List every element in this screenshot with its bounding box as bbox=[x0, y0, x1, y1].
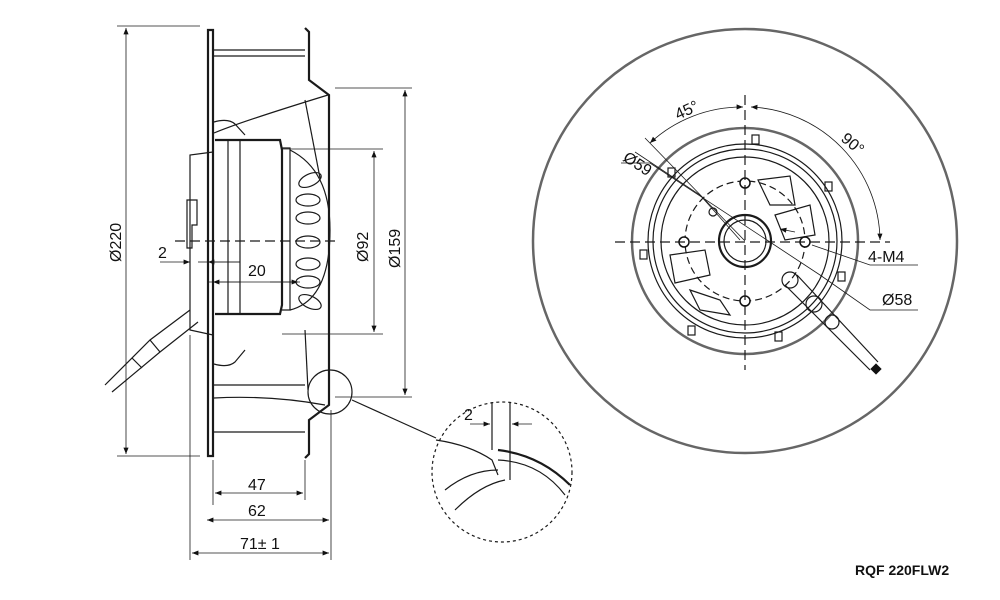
side-view: Ø220 2 20 Ø92 Ø159 47 62 71± 1 bbox=[104, 25, 437, 560]
dim-overall-depth: 71± 1 bbox=[240, 536, 280, 553]
dim-depth-62: 62 bbox=[248, 503, 266, 520]
dim-outer-diameter: Ø220 bbox=[108, 223, 125, 262]
dim-flange-offset: 2 bbox=[158, 245, 167, 262]
front-view: 45° 90° Ø59 4-M4 Ø58 bbox=[531, 27, 959, 455]
bolt-circle-58-label: Ø58 bbox=[882, 292, 912, 309]
dim-motor-width: 20 bbox=[248, 263, 266, 280]
model-number: RQF 220FLW2 bbox=[855, 562, 949, 578]
motor-vent-slots bbox=[295, 171, 322, 311]
dim-depth-47: 47 bbox=[248, 477, 266, 494]
dim-motor-diameter: Ø92 bbox=[355, 232, 372, 262]
mount-holes-label: 4-M4 bbox=[868, 249, 905, 266]
detail-view: 2 bbox=[431, 401, 573, 543]
angle-90-label: 90° bbox=[837, 130, 866, 159]
dim-detail-gap: 2 bbox=[464, 407, 473, 424]
dim-inlet-diameter: Ø159 bbox=[387, 229, 404, 268]
bolt-circle-59-label: Ø59 bbox=[620, 149, 655, 180]
angle-45-label: 45° bbox=[673, 98, 702, 124]
